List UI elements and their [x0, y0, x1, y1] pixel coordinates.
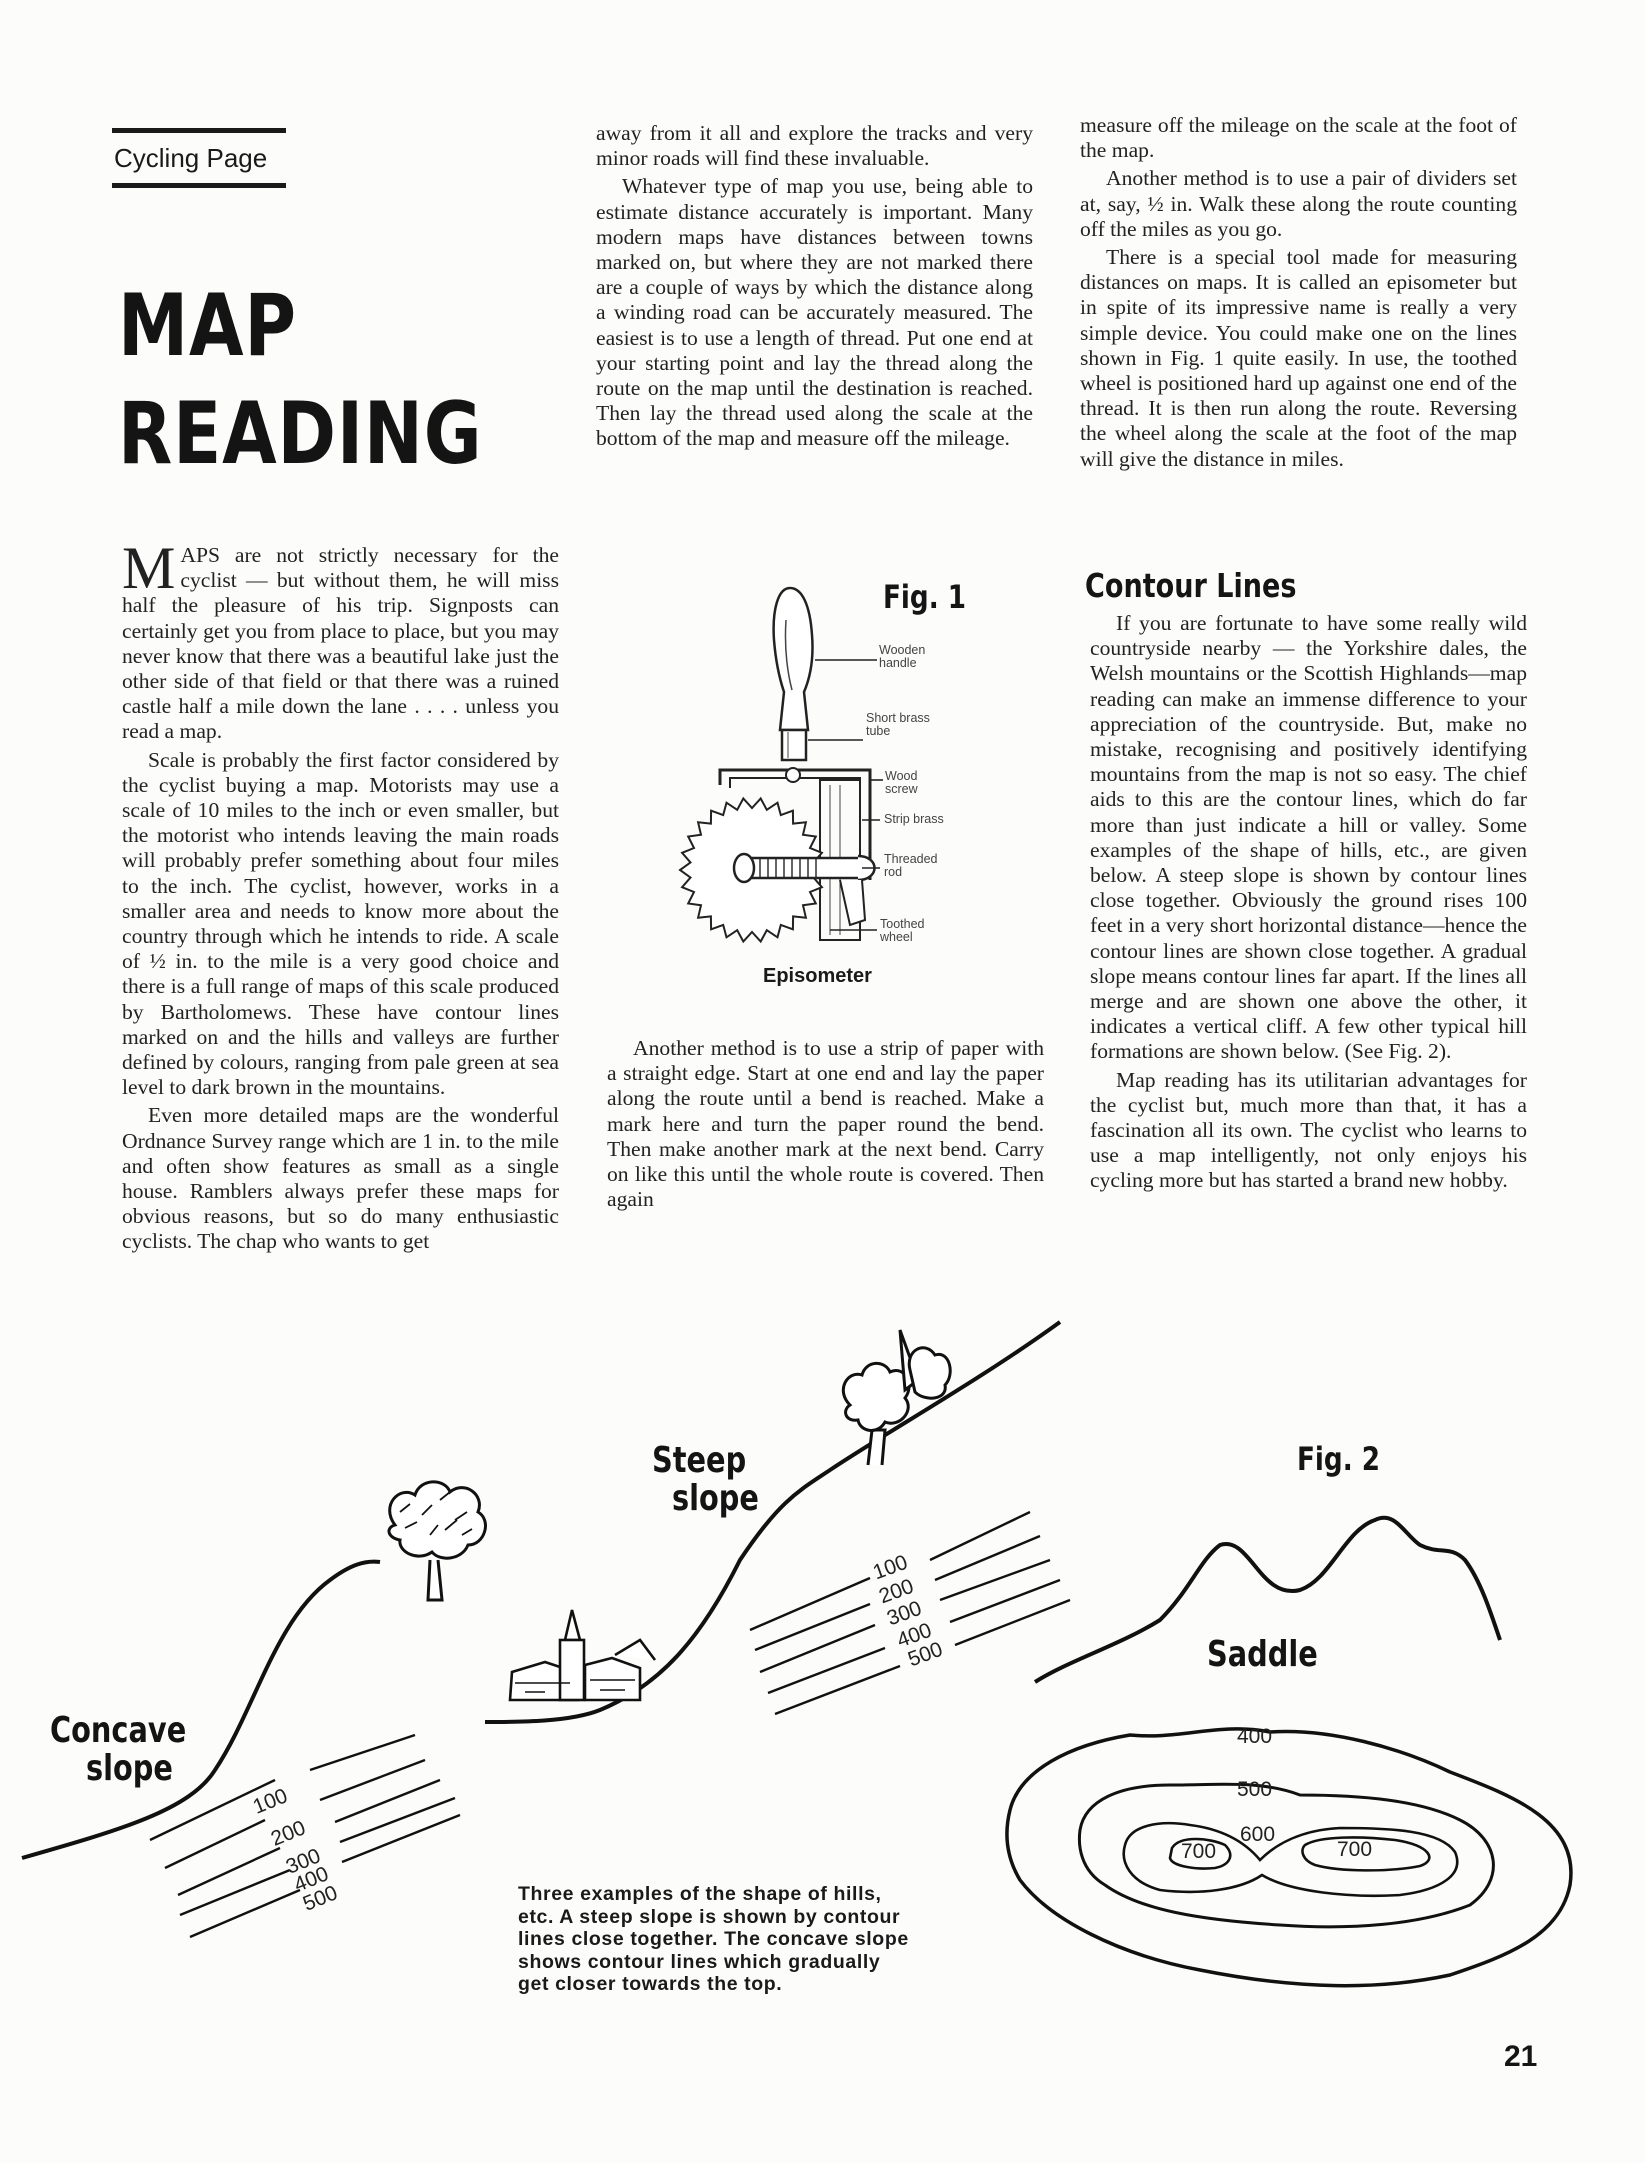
- concave-slope-label: Concave slope: [50, 1710, 187, 1789]
- column-3-paragraph-4: If you are fortunate to have some really…: [1090, 611, 1527, 1064]
- column-2-paragraph-3: Another method is to use a strip of pape…: [607, 1036, 1044, 1212]
- section-tag: Cycling Page: [112, 128, 286, 188]
- column-1-paragraph-2: Scale is probably the first factor consi…: [122, 747, 559, 1100]
- column-2-paragraph-2: Whatever type of map you use, being able…: [596, 174, 1033, 451]
- figure-2-caption: Three examples of the shape of hills, et…: [518, 1883, 909, 1995]
- saddle-contour-600: 600: [1240, 1823, 1276, 1846]
- figure-1-title: Fig. 1: [883, 578, 967, 616]
- callout-strip-brass: Strip brass: [884, 812, 944, 826]
- column-3: measure off the mileage on the scale at …: [1080, 113, 1517, 472]
- headline-line-2: READING: [118, 384, 483, 484]
- saddle-label: Saddle: [1207, 1634, 1318, 1675]
- saddle-contour-700-right: 700: [1337, 1838, 1373, 1861]
- figure-2-title: Fig. 2: [1297, 1440, 1381, 1478]
- column-3-paragraph-5: Map reading has its utilitarian advantag…: [1090, 1067, 1527, 1193]
- column-2: away from it all and explore the tracks …: [596, 121, 1033, 452]
- column-2-paragraph-1: away from it all and explore the tracks …: [596, 121, 1033, 171]
- headline-line-1: MAP: [118, 276, 297, 376]
- column-1-paragraph-3: Even more detailed maps are the wonderfu…: [122, 1103, 559, 1254]
- column-3-paragraph-3: There is a special tool made for measuri…: [1080, 245, 1517, 471]
- subhead-contour-lines: Contour Lines: [1085, 566, 1297, 605]
- saddle-contour-400: 400: [1237, 1725, 1273, 1748]
- page-number: 21: [1504, 2040, 1538, 2073]
- steep-slope-label: Steep slope: [652, 1440, 759, 1519]
- column-3-paragraph-2: Another method is to use a pair of divid…: [1080, 166, 1517, 241]
- column-2-lower: Another method is to use a strip of pape…: [607, 1036, 1044, 1212]
- headline: MAP READING: [118, 272, 483, 488]
- saddle-contour-700-left: 700: [1181, 1840, 1217, 1863]
- episometer-illustration: [678, 586, 883, 944]
- column-3-lower: If you are fortunate to have some really…: [1090, 611, 1527, 1194]
- column-3-paragraph-1: measure off the mileage on the scale at …: [1080, 113, 1517, 163]
- drop-cap: M: [122, 535, 176, 601]
- figure-1-caption: Episometer: [763, 965, 872, 987]
- saddle-contour-500: 500: [1237, 1778, 1273, 1801]
